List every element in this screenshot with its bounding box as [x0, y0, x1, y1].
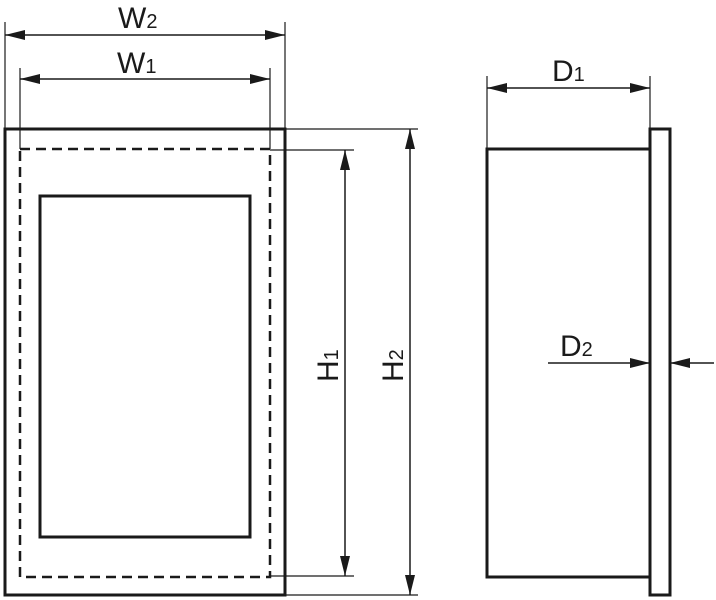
label-d1: D1: [552, 55, 585, 88]
inner-window: [38, 194, 252, 539]
label-w1: W1: [117, 47, 156, 80]
label-w2: W2: [118, 2, 157, 35]
label-d2: D2: [560, 330, 593, 363]
front-flange: [648, 127, 672, 597]
label-h1: H1: [312, 349, 345, 382]
front-view: [3, 127, 287, 597]
label-h2: H2: [377, 349, 410, 382]
outer-frame: [3, 127, 287, 597]
dimension-h2: [285, 128, 418, 596]
dimension-h1: [270, 149, 354, 577]
dimension-w1: [19, 68, 271, 149]
dimension-d1: [486, 76, 651, 149]
dimension-w2: [4, 22, 286, 129]
cutout-outline-dashed: [18, 147, 272, 579]
